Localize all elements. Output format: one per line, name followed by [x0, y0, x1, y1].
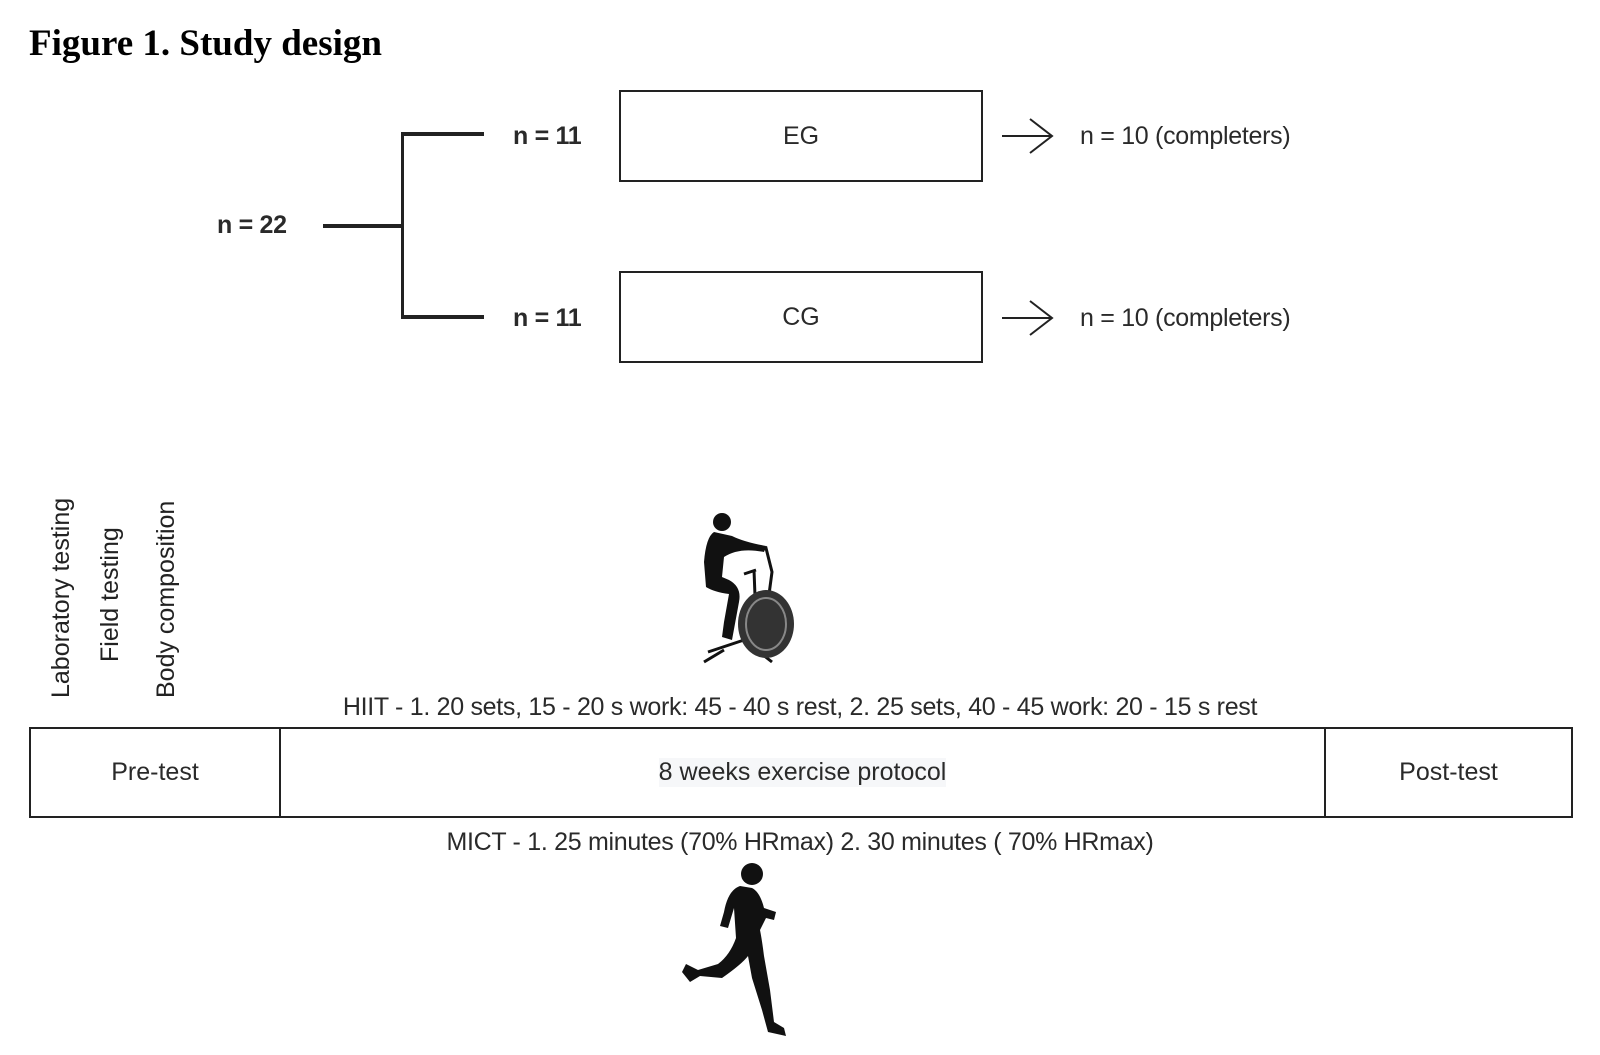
cg-n-label: n = 11 — [513, 304, 582, 332]
hiit-text: HIIT - 1. 20 sets, 15 - 20 s work: 45 - … — [342, 693, 1258, 721]
eg-completers-label: n = 10 (completers) — [1080, 122, 1291, 150]
runner-icon — [682, 863, 786, 1036]
mict-text: MICT - 1. 25 minutes (70% HRmax) 2. 30 m… — [446, 828, 1154, 856]
bracket-bottom-line — [401, 315, 484, 319]
pre-test-cell: Pre-test — [31, 729, 281, 816]
bracket-line — [401, 133, 404, 319]
air-bike-cyclist-icon — [703, 513, 794, 664]
cg-label: CG — [782, 302, 820, 331]
post-test-cell: Post-test — [1326, 729, 1571, 816]
eg-label: EG — [782, 121, 820, 150]
cg-completers-label: n = 10 (completers) — [1080, 304, 1291, 332]
figure-title: Figure 1. Study design — [29, 23, 382, 64]
total-sample-label: n = 22 — [217, 211, 287, 239]
test-label-body-composition: Body composition — [152, 500, 180, 698]
timeline-bar: Pre-test 8 weeks exercise protocol Post-… — [29, 727, 1573, 818]
test-label-laboratory: Laboratory testing — [47, 497, 75, 698]
arrow-right-icon — [1002, 118, 1054, 154]
post-test-label: Post-test — [1399, 758, 1498, 786]
hiit-description: HIIT - 1. 20 sets, 15 - 20 s work: 45 - … — [0, 693, 1600, 722]
connector-line — [323, 224, 403, 228]
cg-box: CG — [619, 271, 983, 363]
bracket-top-line — [401, 132, 484, 136]
arrow-right-icon — [1002, 300, 1054, 336]
eg-n-label: n = 11 — [513, 122, 582, 150]
pre-test-label: Pre-test — [111, 758, 199, 786]
test-label-field: Field testing — [96, 527, 124, 662]
mict-description: MICT - 1. 25 minutes (70% HRmax) 2. 30 m… — [0, 828, 1600, 857]
protocol-label: 8 weeks exercise protocol — [658, 758, 947, 787]
protocol-cell: 8 weeks exercise protocol — [281, 729, 1326, 816]
eg-box: EG — [619, 90, 983, 182]
